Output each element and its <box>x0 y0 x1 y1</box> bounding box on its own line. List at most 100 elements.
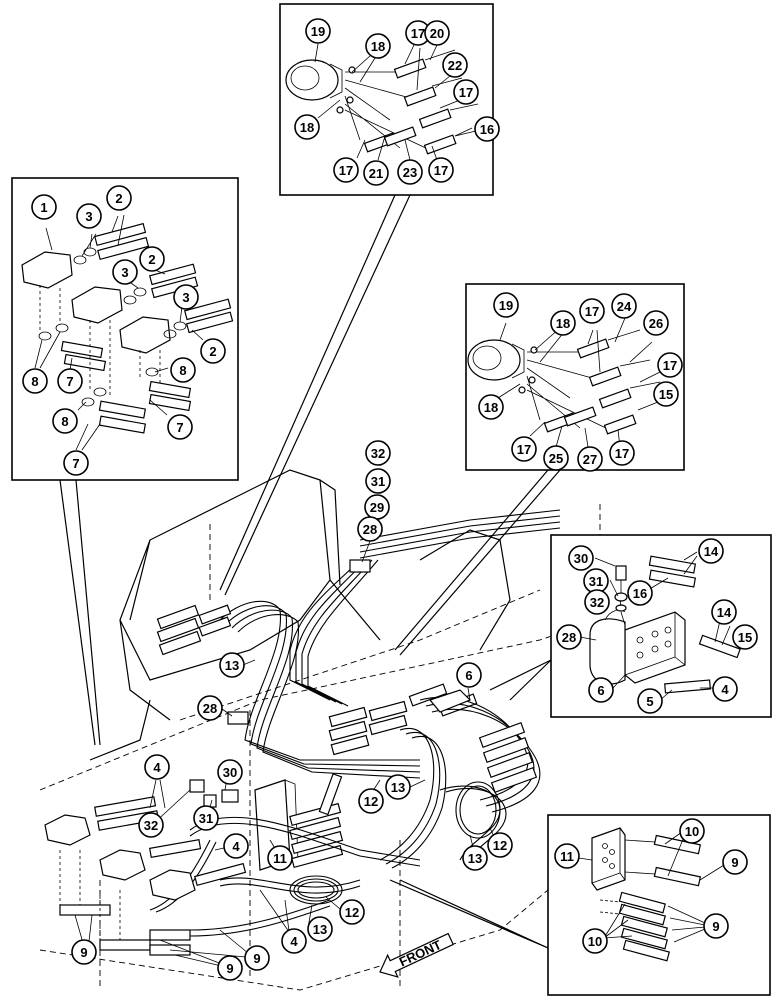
callout-c25: 25 <box>543 445 569 471</box>
callout-c3a: 3 <box>76 203 102 229</box>
hose-bundle-right <box>379 696 541 869</box>
callout-number: 11 <box>273 851 287 866</box>
callout-circle <box>267 845 293 871</box>
callout-number: 14 <box>717 605 732 620</box>
callout-circle <box>611 293 637 319</box>
callout-number: 24 <box>617 299 632 314</box>
callout-number: 12 <box>493 838 507 853</box>
callout-c32b: 32 <box>584 589 610 615</box>
callout-circle <box>550 310 576 336</box>
callout-c23: 23 <box>397 159 423 185</box>
callout-circle <box>138 812 164 838</box>
callout-c32c: 32 <box>138 812 164 838</box>
callout-c18a: 18 <box>365 33 391 59</box>
callout-c8c: 8 <box>52 408 78 434</box>
callout-c4c: 4 <box>223 833 249 859</box>
callout-circle <box>167 414 193 440</box>
callout-c17f: 17 <box>657 352 683 378</box>
callout-number: 14 <box>704 544 719 559</box>
callout-c12b: 12 <box>487 832 513 858</box>
callout-circle <box>173 284 199 310</box>
callout-c30b: 30 <box>568 545 594 571</box>
callout-circle <box>397 159 423 185</box>
callout-number: 3 <box>85 209 92 224</box>
callout-number: 25 <box>549 451 563 466</box>
callout-circle <box>112 259 138 285</box>
callout-c4b: 4 <box>712 676 738 702</box>
callout-number: 2 <box>148 252 155 267</box>
left-console-fittings <box>156 604 232 656</box>
callout-c12a: 12 <box>358 788 384 814</box>
callout-c18c: 18 <box>550 310 576 336</box>
callout-c24: 24 <box>611 293 637 319</box>
callout-number: 31 <box>371 474 385 489</box>
callout-circle <box>63 450 89 476</box>
callout-c17c: 17 <box>333 157 359 183</box>
callout-circle <box>22 368 48 394</box>
callout-c9a: 9 <box>71 939 97 965</box>
callout-c17h: 17 <box>609 440 635 466</box>
callout-number: 19 <box>311 24 325 39</box>
callout-circle <box>722 849 748 875</box>
front-arrow: FRONT <box>379 932 455 978</box>
callout-number: 13 <box>468 851 482 866</box>
callout-c13a: 13 <box>219 652 245 678</box>
callout-c17g: 17 <box>511 436 537 462</box>
callout-number: 16 <box>480 122 494 137</box>
callout-number: 9 <box>712 919 719 934</box>
callout-c3b: 3 <box>112 259 138 285</box>
callout-circle <box>487 832 513 858</box>
callout-circle <box>609 440 635 466</box>
callout-circle <box>577 446 603 472</box>
callout-c9b: 9 <box>244 945 270 971</box>
callout-circle <box>197 695 223 721</box>
callout-number: 28 <box>562 630 576 645</box>
callout-circle <box>193 805 219 831</box>
callout-circle <box>200 338 226 364</box>
callout-c13d: 13 <box>307 916 333 942</box>
callout-circle <box>217 955 243 981</box>
hose-bundle-left <box>219 600 421 779</box>
callout-circle <box>281 928 307 954</box>
callout-circle <box>57 368 83 394</box>
callout-number: 18 <box>300 120 314 135</box>
callout-circle <box>365 468 391 494</box>
callout-number: 10 <box>588 934 602 949</box>
callout-number: 31 <box>589 574 603 589</box>
callout-number: 8 <box>179 363 186 378</box>
callout-c14b: 14 <box>711 599 737 625</box>
callout-number: 17 <box>459 85 473 100</box>
callout-c19a: 19 <box>305 18 331 44</box>
callout-number: 18 <box>371 39 385 54</box>
callout-c27: 27 <box>577 446 603 472</box>
callout-circle <box>511 436 537 462</box>
callout-number: 23 <box>403 165 417 180</box>
callout-c11b: 11 <box>554 843 580 869</box>
callout-circle <box>307 916 333 942</box>
callout-number: 10 <box>685 824 699 839</box>
callout-c31b: 31 <box>583 568 609 594</box>
callout-circle <box>643 310 669 336</box>
callout-number: 15 <box>659 387 673 402</box>
callout-number: 17 <box>615 446 629 461</box>
callout-number: 18 <box>556 316 570 331</box>
callout-c9e: 9 <box>703 913 729 939</box>
callout-number: 19 <box>499 298 513 313</box>
callout-circle <box>712 676 738 702</box>
callout-number: 9 <box>731 855 738 870</box>
callout-number: 32 <box>590 595 604 610</box>
callout-circle <box>424 20 450 46</box>
callout-number: 20 <box>430 26 444 41</box>
callout-number: 1 <box>40 200 47 215</box>
callout-number: 2 <box>209 344 216 359</box>
hose-loops <box>149 781 501 937</box>
callout-c26: 26 <box>643 310 669 336</box>
tower-clamp <box>349 559 371 573</box>
callout-c1: 1 <box>31 194 57 220</box>
callout-c17a: 17 <box>405 20 431 46</box>
callout-c10b: 10 <box>582 928 608 954</box>
callout-number: 9 <box>253 951 260 966</box>
callout-circle <box>52 408 78 434</box>
callout-c4a: 4 <box>144 754 170 780</box>
